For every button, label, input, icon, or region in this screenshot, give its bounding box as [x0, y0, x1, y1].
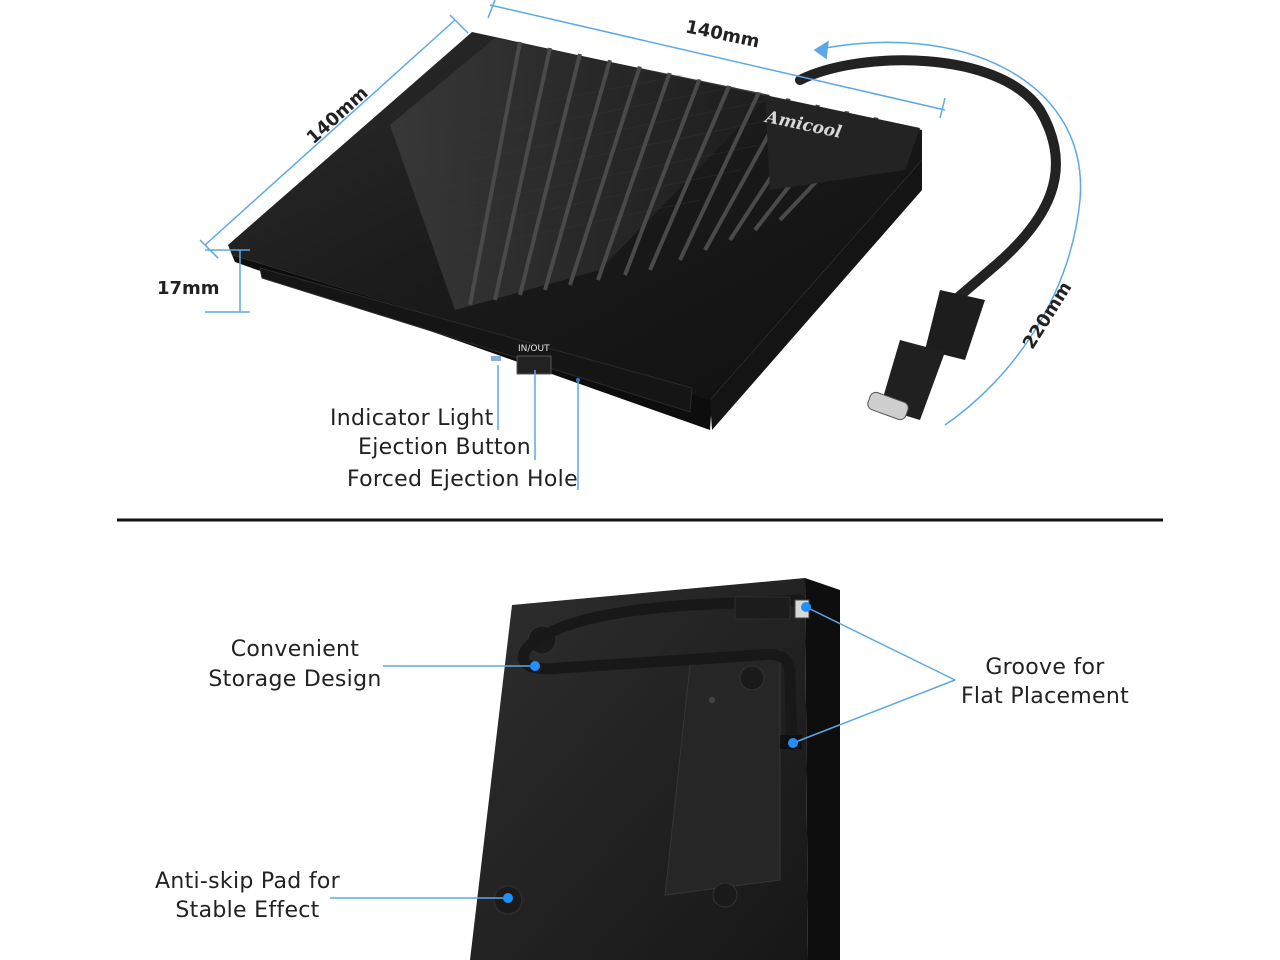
callout-storage-line1: Convenient: [230, 637, 360, 662]
pad-bottom-right: [712, 882, 738, 908]
bottom-callout-leaders: [330, 606, 956, 899]
screw-hole: [709, 697, 715, 703]
forced-eject-hole: [576, 378, 580, 382]
indicator-led: [491, 356, 501, 361]
callout-storage-line2: Storage Design: [208, 667, 382, 692]
usb-c-tip: [867, 391, 909, 421]
callout-groove-line2: Flat Placement: [960, 684, 1130, 709]
callout-pad-line2: Stable Effect: [175, 898, 320, 923]
callout-groove-line1: Groove for: [985, 655, 1105, 680]
dim-height-label: 17mm: [157, 278, 220, 299]
callout-forced-ejection-hole: Forced Ejection Hole: [347, 467, 578, 492]
callout-pad-line1: Anti-skip Pad for: [154, 869, 340, 894]
eject-button-label: IN/OUT: [518, 344, 550, 354]
brand-plate: [765, 95, 920, 190]
bottom-drive: [470, 578, 840, 960]
usb-cable: [795, 55, 1061, 421]
callout-indicator-light: Indicator Light: [330, 406, 494, 431]
drive-side-face: [710, 160, 922, 430]
usb-adapter: [925, 290, 985, 360]
pad-top-right: [739, 665, 765, 691]
dimension-lines: [199, 0, 1082, 426]
callout-ejection-button: Ejection Button: [358, 435, 531, 460]
top-drive: [228, 32, 922, 430]
eject-button-shape: [516, 355, 552, 375]
stored-usb-plug: [734, 596, 791, 620]
drive-brushed-panel: [390, 38, 770, 310]
bottom-drive-edge: [805, 578, 840, 960]
callout-dots: [503, 602, 811, 903]
top-callout-leaders: [497, 365, 579, 490]
